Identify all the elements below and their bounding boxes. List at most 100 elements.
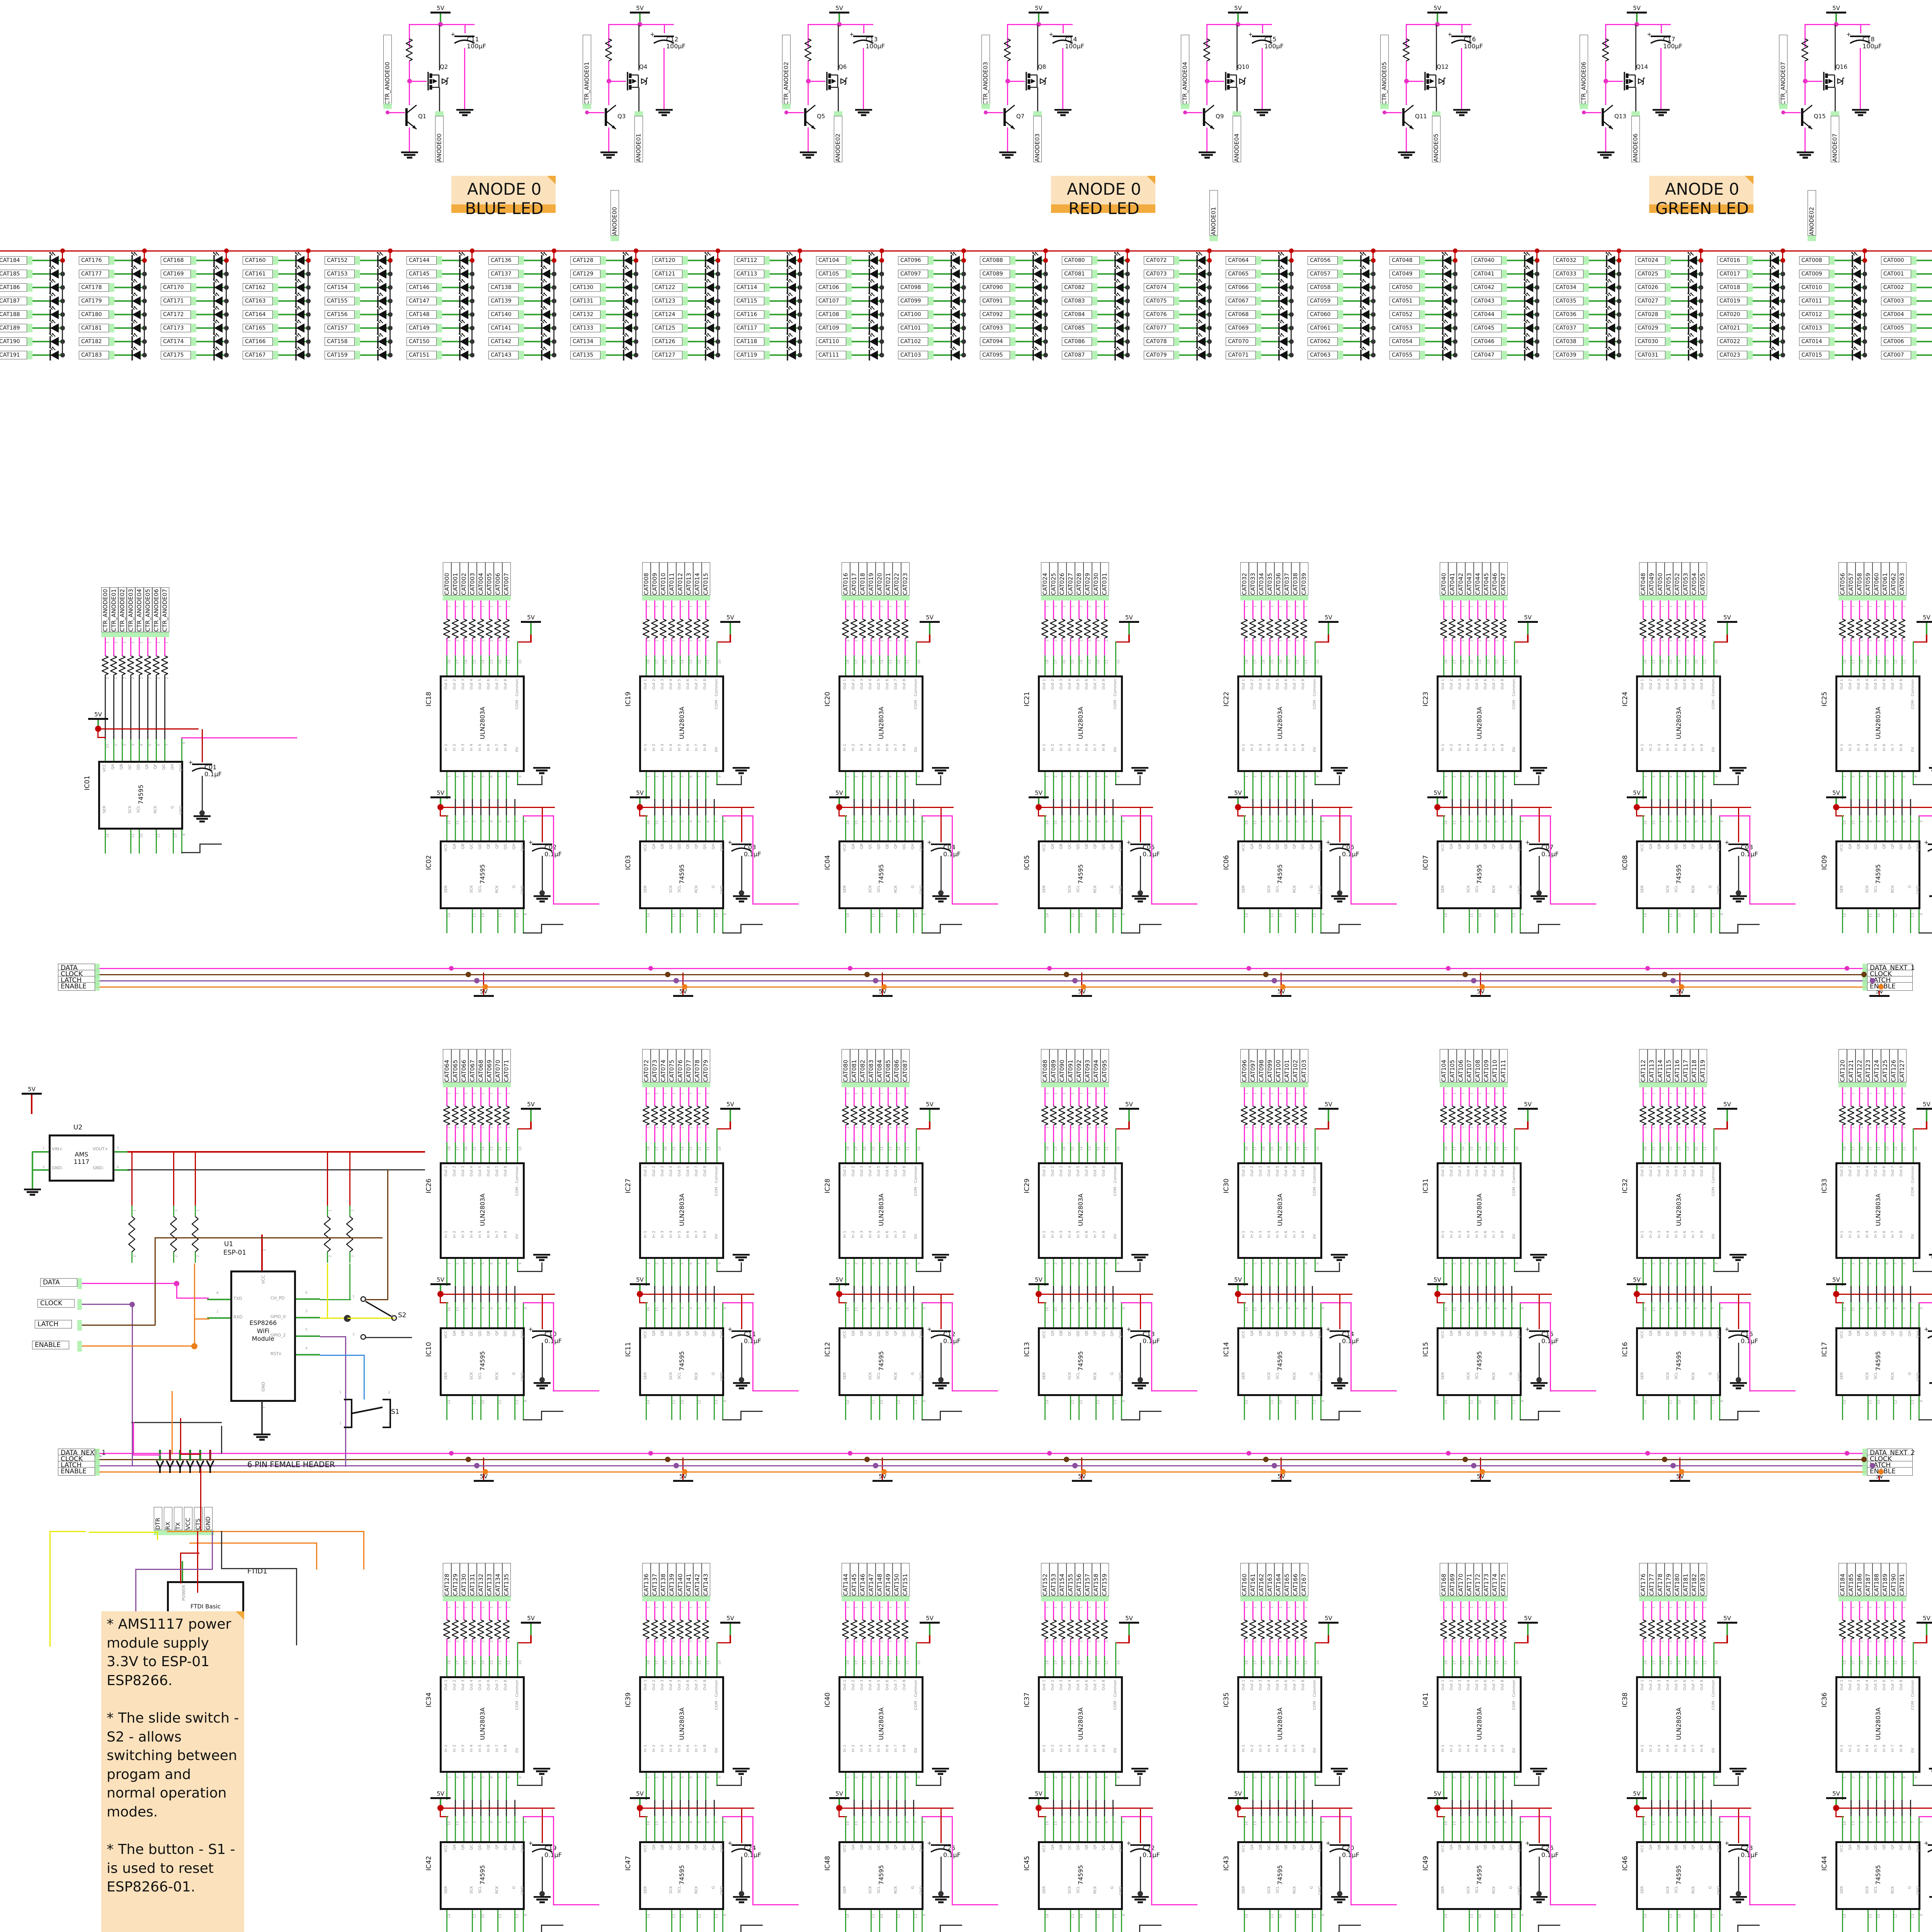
net-label-anode-rail-0[interactable]: ANODE00 bbox=[611, 190, 619, 236]
cathode-net-label[interactable]: CAT038 bbox=[1553, 337, 1583, 346]
net-label-ctrl-anode-1[interactable]: CTR_ANODE01 bbox=[583, 35, 591, 105]
cathode-net-label[interactable]: CAT169 bbox=[161, 270, 191, 278]
net-label-cat-003[interactable]: CAT003 bbox=[468, 562, 477, 595]
driver-ic-IC34[interactable]: ULN2803A bbox=[440, 1676, 525, 1773]
net-label-cat-051[interactable]: CAT051 bbox=[1665, 562, 1673, 595]
cathode-net-label[interactable]: CAT022 bbox=[1717, 337, 1747, 346]
net-label-cat-029[interactable]: CAT029 bbox=[1083, 562, 1092, 595]
cathode-net-label[interactable]: CAT136 bbox=[488, 256, 519, 265]
cathode-net-label[interactable]: CAT164 bbox=[243, 310, 273, 319]
cathode-net-label[interactable]: CAT103 bbox=[898, 351, 928, 359]
driver-ic-IC30[interactable]: ULN2803A bbox=[1237, 1162, 1322, 1259]
cathode-net-label[interactable]: CAT188 bbox=[0, 310, 27, 319]
net-label-cat-119[interactable]: CAT119 bbox=[1699, 1049, 1707, 1082]
net-label-cat-039[interactable]: CAT039 bbox=[1300, 562, 1308, 595]
net-label-cat-004[interactable]: CAT004 bbox=[477, 562, 485, 595]
net-label-cat-093[interactable]: CAT093 bbox=[1083, 1049, 1092, 1082]
cathode-net-label[interactable]: CAT113 bbox=[734, 270, 764, 278]
cathode-net-label[interactable]: CAT149 bbox=[406, 324, 437, 332]
cathode-net-label[interactable]: CAT104 bbox=[816, 256, 846, 265]
net-label-cat-045[interactable]: CAT045 bbox=[1482, 562, 1491, 595]
cathode-net-label[interactable]: CAT043 bbox=[1471, 297, 1502, 305]
net-label-cat-058[interactable]: CAT058 bbox=[1855, 562, 1864, 595]
net-label-cat-020[interactable]: CAT020 bbox=[876, 562, 884, 595]
cathode-net-label[interactable]: CAT056 bbox=[1308, 256, 1338, 265]
cathode-net-label[interactable]: CAT187 bbox=[0, 297, 27, 305]
net-label-cat-053[interactable]: CAT053 bbox=[1682, 562, 1690, 595]
cathode-net-label[interactable]: CAT183 bbox=[79, 351, 109, 359]
cathode-net-label[interactable]: CAT073 bbox=[1144, 270, 1174, 278]
net-label-cat-015[interactable]: CAT015 bbox=[702, 562, 710, 595]
cathode-net-label[interactable]: CAT017 bbox=[1717, 270, 1747, 278]
cathode-net-label[interactable]: CAT050 bbox=[1389, 283, 1420, 292]
cathode-net-label[interactable]: CAT018 bbox=[1717, 283, 1747, 292]
driver-ic-IC27[interactable]: ULN2803A bbox=[639, 1162, 724, 1259]
net-label-cat-105[interactable]: CAT105 bbox=[1448, 1049, 1457, 1082]
shift-ic-IC15[interactable]: 74595 bbox=[1437, 1327, 1522, 1396]
net-label-cat-024[interactable]: CAT024 bbox=[1041, 562, 1049, 595]
cathode-net-label[interactable]: CAT052 bbox=[1389, 310, 1420, 319]
cathode-net-label[interactable]: CAT003 bbox=[1881, 297, 1911, 305]
cathode-net-label[interactable]: CAT095 bbox=[980, 351, 1010, 359]
cathode-net-label[interactable]: CAT138 bbox=[488, 283, 519, 292]
cathode-net-label[interactable]: CAT030 bbox=[1635, 337, 1665, 346]
cathode-net-label[interactable]: CAT083 bbox=[1062, 297, 1092, 305]
net-label-cat-001[interactable]: CAT001 bbox=[451, 562, 460, 595]
cathode-net-label[interactable]: CAT000 bbox=[1881, 256, 1911, 265]
net-label-cat-061[interactable]: CAT061 bbox=[1881, 562, 1889, 595]
cathode-net-label[interactable]: CAT133 bbox=[570, 324, 600, 332]
shift-ic-IC04[interactable]: 74595 bbox=[838, 840, 923, 909]
net-label-cat-034[interactable]: CAT034 bbox=[1257, 562, 1266, 595]
net-label-anode-3[interactable]: ANODE03 bbox=[1033, 116, 1042, 162]
net-label-cat-043[interactable]: CAT043 bbox=[1465, 562, 1474, 595]
net-label-cat-027[interactable]: CAT027 bbox=[1066, 562, 1075, 595]
cathode-net-label[interactable]: CAT012 bbox=[1799, 310, 1829, 319]
net-label-anode-rail-2[interactable]: ANODE02 bbox=[1808, 190, 1816, 236]
cathode-net-label[interactable]: CAT171 bbox=[161, 297, 191, 305]
net-label-cat-099[interactable]: CAT099 bbox=[1266, 1049, 1274, 1082]
cathode-net-label[interactable]: CAT024 bbox=[1635, 256, 1665, 265]
cathode-net-label[interactable]: CAT153 bbox=[325, 270, 355, 278]
cathode-net-label[interactable]: CAT108 bbox=[816, 310, 846, 319]
shift-ic-IC09[interactable]: 74595 bbox=[1835, 840, 1920, 909]
net-label-anode-rail-1[interactable]: ANODE01 bbox=[1209, 190, 1218, 236]
net-label-cat-081[interactable]: CAT081 bbox=[850, 1049, 859, 1082]
cathode-net-label[interactable]: CAT010 bbox=[1799, 283, 1829, 292]
cathode-net-label[interactable]: CAT175 bbox=[161, 351, 191, 359]
shift-ic-IC08[interactable]: 74595 bbox=[1636, 840, 1721, 909]
net-label-cat-128[interactable]: CAT128 bbox=[443, 1563, 451, 1596]
cathode-net-label[interactable]: CAT072 bbox=[1144, 256, 1174, 265]
net-label-cat-070[interactable]: CAT070 bbox=[494, 1049, 502, 1082]
net-label-cat-132[interactable]: CAT132 bbox=[477, 1563, 485, 1596]
cathode-net-label[interactable]: CAT046 bbox=[1471, 337, 1502, 346]
cathode-net-label[interactable]: CAT106 bbox=[816, 283, 846, 292]
net-label-cat-023[interactable]: CAT023 bbox=[901, 562, 910, 595]
cathode-net-label[interactable]: CAT135 bbox=[570, 351, 600, 359]
net-label-anode-0[interactable]: ANODE00 bbox=[435, 116, 444, 162]
cathode-net-label[interactable]: CAT159 bbox=[325, 351, 355, 359]
net-label-cat-031[interactable]: CAT031 bbox=[1100, 562, 1109, 595]
cathode-net-label[interactable]: CAT054 bbox=[1389, 337, 1420, 346]
cathode-net-label[interactable]: CAT172 bbox=[161, 310, 191, 319]
driver-ic-IC26[interactable]: ULN2803A bbox=[440, 1162, 525, 1259]
net-label-cat-094[interactable]: CAT094 bbox=[1092, 1049, 1100, 1082]
cathode-net-label[interactable]: CAT166 bbox=[243, 337, 273, 346]
net-label-cat-103[interactable]: CAT103 bbox=[1300, 1049, 1308, 1082]
cathode-net-label[interactable]: CAT146 bbox=[406, 283, 437, 292]
cathode-net-label[interactable]: CAT002 bbox=[1881, 283, 1911, 292]
net-label-cat-055[interactable]: CAT055 bbox=[1699, 562, 1707, 595]
net-label-anode-1[interactable]: ANODE01 bbox=[634, 116, 643, 162]
cathode-net-label[interactable]: CAT140 bbox=[488, 310, 519, 319]
cathode-net-label[interactable]: CAT151 bbox=[406, 351, 437, 359]
net-label-cat-124[interactable]: CAT124 bbox=[1872, 1049, 1881, 1082]
cathode-net-label[interactable]: CAT079 bbox=[1144, 351, 1174, 359]
cathode-net-label[interactable]: CAT107 bbox=[816, 297, 846, 305]
net-label-cat-075[interactable]: CAT075 bbox=[668, 1049, 676, 1082]
net-label-cat-072[interactable]: CAT072 bbox=[642, 1049, 651, 1082]
net-label-cat-044[interactable]: CAT044 bbox=[1474, 562, 1482, 595]
net-label-cat-026[interactable]: CAT026 bbox=[1058, 562, 1066, 595]
cathode-net-label[interactable]: CAT162 bbox=[243, 283, 273, 292]
net-label-cat-121[interactable]: CAT121 bbox=[1847, 1049, 1855, 1082]
cathode-net-label[interactable]: CAT067 bbox=[1226, 297, 1256, 305]
cathode-net-label[interactable]: CAT181 bbox=[79, 324, 109, 332]
